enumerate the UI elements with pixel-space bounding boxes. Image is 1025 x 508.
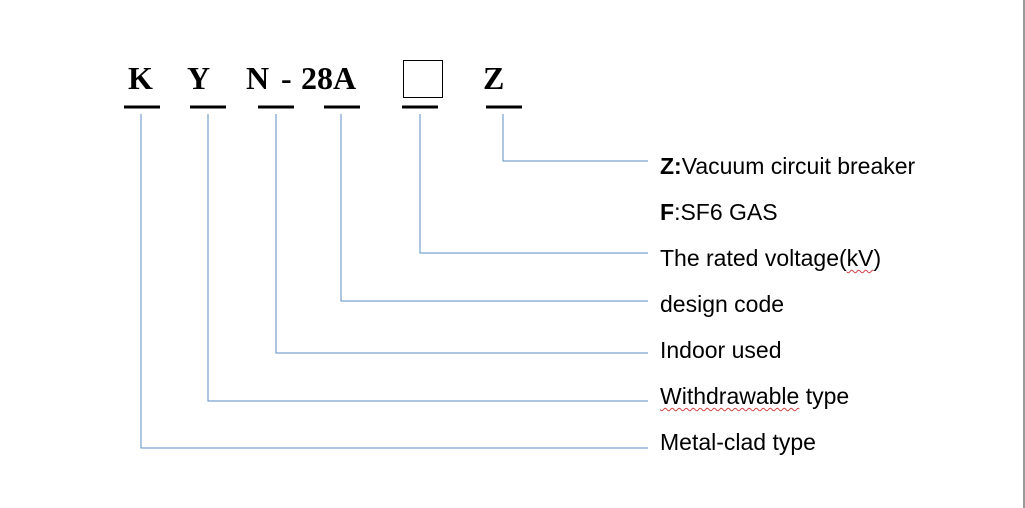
label-vacuum-circuit-breaker: Z:Vacuum circuit breaker <box>660 155 915 178</box>
label-metal-clad-type: Metal-clad type <box>660 429 816 455</box>
code-char-dash: - <box>281 60 292 96</box>
label-z-text: Vacuum circuit breaker <box>681 153 916 179</box>
code-char-n: N <box>246 60 270 96</box>
right-edge-border <box>1023 0 1025 508</box>
label-rated-voltage-main: The rated voltage( <box>660 245 847 271</box>
label-withdrawable-word: Withdrawable <box>660 383 800 409</box>
code-char-28a: 28A <box>301 60 357 96</box>
leader-voltage <box>419 114 648 254</box>
label-design-code: design code <box>660 291 785 317</box>
leader-design-code <box>340 114 648 302</box>
label-withdrawable-rest: type <box>799 383 850 409</box>
label-z-prefix: Z: <box>660 153 682 179</box>
leader-indoor <box>275 114 648 354</box>
label-withdrawable-type: Withdrawable type <box>660 385 849 408</box>
label-rated-voltage: The rated voltage(kV) <box>660 247 881 270</box>
voltage-placeholder-box <box>403 60 443 98</box>
label-indoor-used: Indoor used <box>660 337 782 363</box>
leader-z <box>502 114 648 162</box>
leader-withdrawable <box>207 114 648 402</box>
label-rated-voltage-unit: kV <box>846 245 874 271</box>
label-f-prefix: F <box>660 199 675 225</box>
code-char-z: Z <box>483 60 505 96</box>
code-char-y: Y <box>187 60 211 96</box>
label-sf6-gas: F:SF6 GAS <box>660 201 778 224</box>
label-f-text: :SF6 GAS <box>674 199 778 225</box>
code-char-k: K <box>128 60 153 96</box>
leader-metal-clad <box>140 114 648 449</box>
label-rated-voltage-close: ) <box>873 245 882 271</box>
